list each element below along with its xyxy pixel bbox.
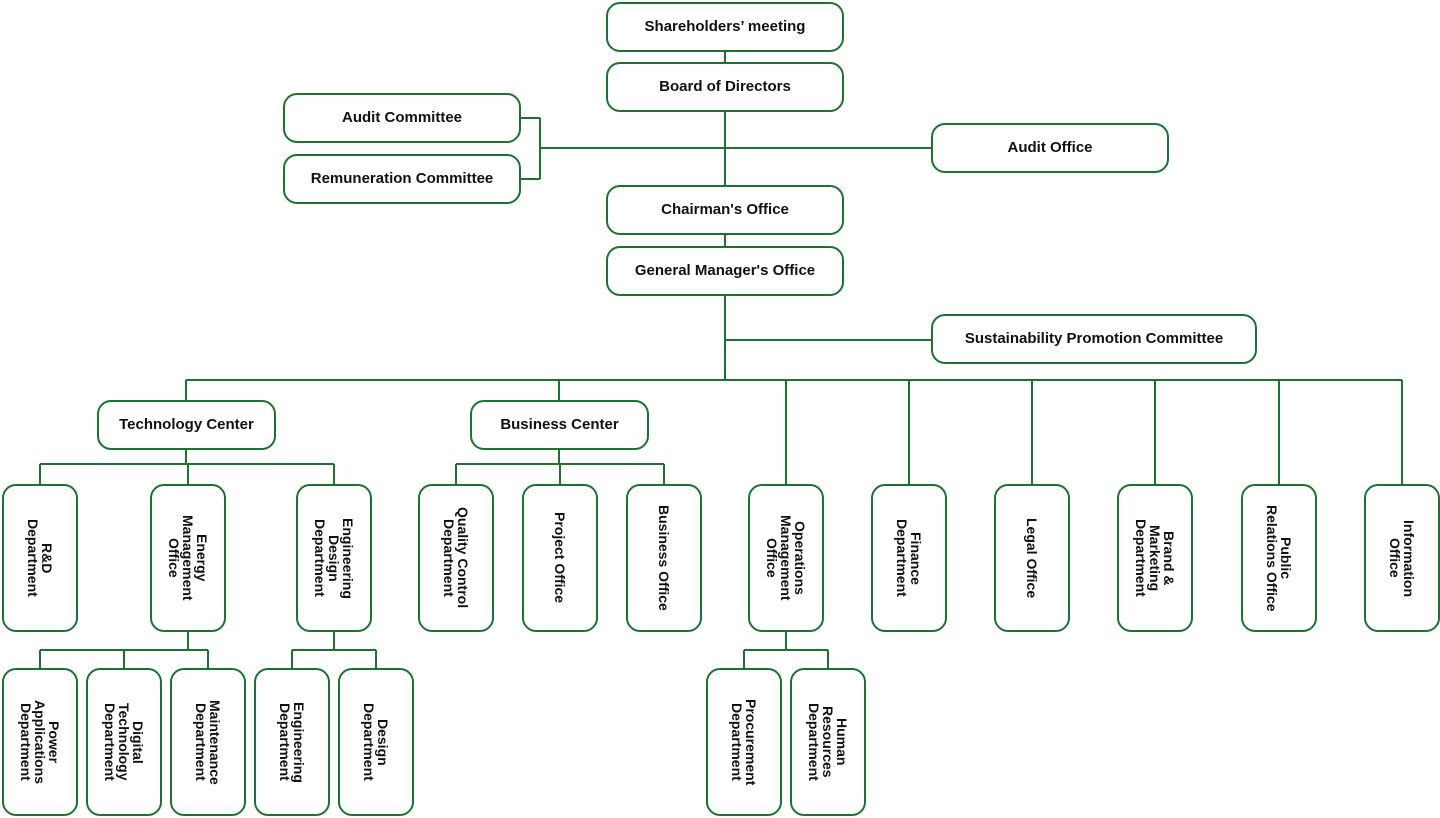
node-audit-committee: Audit Committee [283,93,521,143]
node-maintenance-department: Maintenance Department [170,668,246,816]
node-rd-department: R&D Department [2,484,78,632]
node-sustainability-promotion-committee: Sustainability Promotion Committee [931,314,1257,364]
node-energy-management-office: Energy Management Office [150,484,226,632]
node-finance-department: Finance Department [871,484,947,632]
node-label: Engineering Department [277,701,307,783]
node-public-relations-office: Public Relations Office [1241,484,1317,632]
node-label: Procurement Department [729,698,759,786]
node-label: Maintenance Department [193,699,223,785]
node-power-applications-department: Power Applications Department [2,668,78,816]
node-label: Operations Management Office [764,515,808,601]
node-board-of-directors: Board of Directors [606,62,844,112]
node-label: Shareholders’ meeting [644,18,806,36]
node-chairmans-office: Chairman's Office [606,185,844,235]
node-label: Remuneration Committee [310,170,494,188]
node-technology-center: Technology Center [97,400,276,450]
node-shareholders-meeting: Shareholders’ meeting [606,2,844,52]
node-label: Chairman's Office [661,201,789,219]
node-label: Engineering Design Department [312,517,356,599]
node-legal-office: Legal Office [994,484,1070,632]
node-label: Technology Center [119,416,254,434]
node-label: Power Applications Department [18,699,62,784]
node-label: Quality Control Department [441,507,471,609]
node-label: Legal Office [1024,517,1040,599]
node-operations-management-office: Operations Management Office [748,484,824,632]
node-engineering-design-department: Engineering Design Department [296,484,372,632]
node-business-center: Business Center [470,400,649,450]
node-general-managers-office: General Manager's Office [606,246,844,296]
node-label: Digital Technology Department [102,703,146,781]
node-label: Public Relations Office [1264,504,1294,612]
node-project-office: Project Office [522,484,598,632]
node-label: Audit Office [1007,139,1093,157]
node-information-office: Information Office [1364,484,1440,632]
node-label: Board of Directors [659,78,791,96]
node-design-department: Design Department [338,668,414,816]
node-label: Audit Committee [342,109,462,127]
node-label: Design Department [361,703,391,781]
node-label: Sustainability Promotion Committee [964,330,1224,348]
node-audit-office: Audit Office [931,123,1169,173]
node-remuneration-committee: Remuneration Committee [283,154,521,204]
node-human-resources-department: Human Resources Department [790,668,866,816]
node-label: Business Office [656,505,672,611]
node-label: Project Office [552,512,568,604]
node-label: General Manager's Office [634,262,816,280]
node-label: Information Office [1387,519,1417,597]
node-quality-control-department: Quality Control Department [418,484,494,632]
node-label: Finance Department [894,519,924,597]
node-label: Business Center [500,416,619,434]
node-digital-technology-department: Digital Technology Department [86,668,162,816]
node-brand-marketing-department: Brand & Marketing Department [1117,484,1193,632]
node-procurement-department: Procurement Department [706,668,782,816]
node-business-office: Business Office [626,484,702,632]
node-label: Brand & Marketing Department [1133,519,1177,597]
node-label: Human Resources Department [806,703,850,781]
node-label: Energy Management Office [166,515,210,601]
node-label: R&D Department [25,519,55,597]
node-engineering-department: Engineering Department [254,668,330,816]
